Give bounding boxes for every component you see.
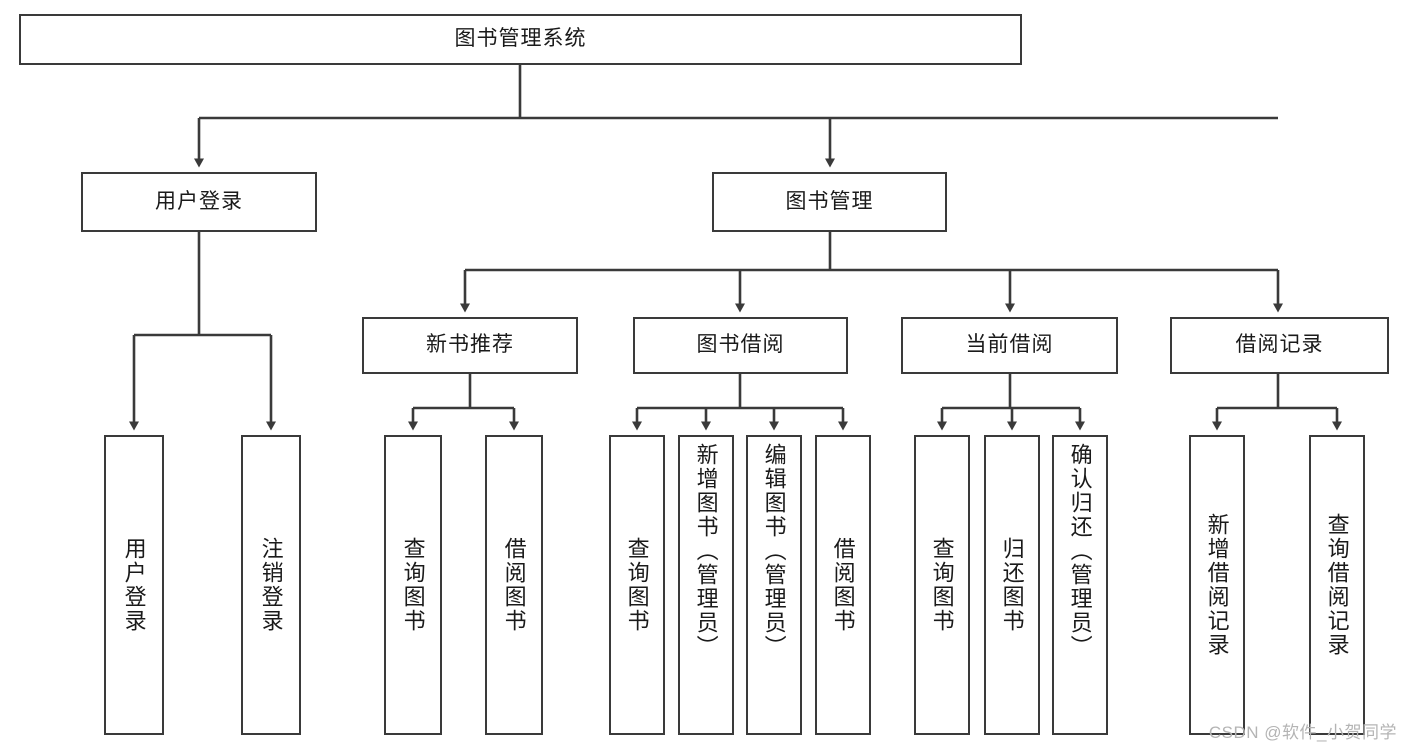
- leaf-node-label: 归还图书: [999, 537, 1025, 633]
- node-borrowing-records[interactable]: 借阅记录: [1170, 317, 1389, 374]
- node-user-login-label: 用户登录: [155, 189, 243, 213]
- watermark-text: CSDN @软件_小贺同学: [1208, 723, 1397, 742]
- leaf-node[interactable]: 新增图书（管理员）: [678, 435, 734, 735]
- leaf-node-label: 借阅图书: [501, 537, 527, 633]
- leaf-node-label: 用户登录: [121, 537, 147, 633]
- leaf-node[interactable]: 查询借阅记录: [1309, 435, 1365, 735]
- leaf-node[interactable]: 归还图书: [984, 435, 1040, 735]
- node-root-system[interactable]: 图书管理系统: [19, 14, 1022, 65]
- node-new-book-recommendation-label: 新书推荐: [426, 333, 514, 357]
- node-current-borrowing[interactable]: 当前借阅: [901, 317, 1118, 374]
- leaf-node-label: 查询借阅记录: [1324, 513, 1350, 657]
- node-root-label: 图书管理系统: [454, 27, 587, 51]
- leaf-node[interactable]: 查询图书: [609, 435, 665, 735]
- leaf-node[interactable]: 借阅图书: [815, 435, 871, 735]
- leaf-node-label: 借阅图书: [830, 537, 856, 633]
- leaf-node[interactable]: 查询图书: [384, 435, 442, 735]
- leaf-node-label: 编辑图书（管理员）: [761, 443, 787, 659]
- node-book-management-label: 图书管理: [785, 189, 874, 213]
- leaf-node[interactable]: 新增借阅记录: [1189, 435, 1245, 735]
- leaf-node-label: 查询图书: [624, 537, 650, 633]
- leaf-node[interactable]: 用户登录: [104, 435, 164, 735]
- leaf-node-label: 新增借阅记录: [1204, 513, 1230, 657]
- leaf-node-label: 新增图书（管理员）: [693, 443, 719, 659]
- node-book-borrowing[interactable]: 图书借阅: [633, 317, 848, 374]
- leaf-node[interactable]: 注销登录: [241, 435, 301, 735]
- node-user-login[interactable]: 用户登录: [81, 172, 317, 232]
- node-current-borrowing-label: 当前借阅: [965, 333, 1054, 357]
- leaf-node[interactable]: 编辑图书（管理员）: [746, 435, 802, 735]
- leaf-node-label: 确认归还（管理员）: [1067, 443, 1093, 659]
- leaf-node[interactable]: 借阅图书: [485, 435, 543, 735]
- leaf-node-label: 查询图书: [929, 537, 955, 633]
- node-new-book-recommendation[interactable]: 新书推荐: [362, 317, 578, 374]
- node-borrowing-records-label: 借阅记录: [1235, 333, 1324, 357]
- leaf-node-label: 注销登录: [258, 537, 284, 633]
- leaf-node-label: 查询图书: [400, 537, 426, 633]
- leaf-node[interactable]: 查询图书: [914, 435, 970, 735]
- leaf-node[interactable]: 确认归还（管理员）: [1052, 435, 1108, 735]
- node-book-borrowing-label: 图书借阅: [696, 333, 785, 357]
- node-book-management[interactable]: 图书管理: [712, 172, 947, 232]
